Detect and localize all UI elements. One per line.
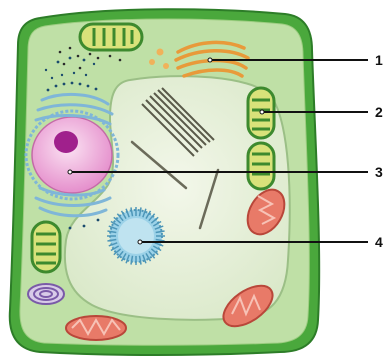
label-2: 2 [375,104,383,120]
label-4: 4 [375,234,383,250]
nucleolus [54,131,78,153]
spiral-organelle [28,284,64,304]
chloroplast-icon [80,24,142,50]
mitochondrion-icon [66,316,126,340]
label-1: 1 [375,52,383,68]
label-3: 3 [375,164,383,180]
chloroplast-icon [32,222,60,272]
vacuole-icon [110,210,162,262]
chloroplast-icon [248,143,274,189]
